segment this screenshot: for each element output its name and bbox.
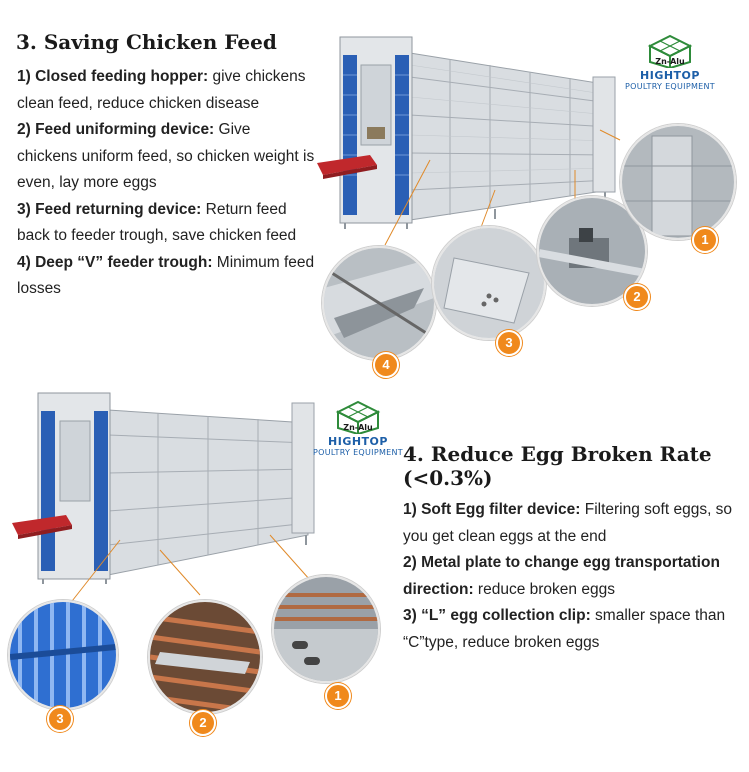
badge-2-bottom: 2 bbox=[190, 710, 216, 736]
list-item: 4) Deep “V” feeder trough: Minimum feed … bbox=[17, 253, 315, 298]
list-item: 3) “L” egg collection clip: smaller spac… bbox=[403, 607, 726, 651]
logo-brand: HIGHTOP bbox=[640, 69, 700, 82]
svg-text:Zn-Alu: Zn-Alu bbox=[655, 57, 685, 66]
badge-1-top: 1 bbox=[692, 227, 718, 253]
cage-system-illustration-bottom bbox=[10, 385, 320, 585]
badge-3-top: 3 bbox=[496, 330, 522, 356]
callout-leader-lines-top bbox=[384, 129, 621, 246]
detail-l-egg-collection-clip bbox=[8, 600, 118, 710]
callout-leader-lines-bottom bbox=[64, 534, 311, 611]
logo-brand: HIGHTOP bbox=[328, 435, 388, 448]
cage-system-illustration-top bbox=[315, 15, 625, 230]
list-item: 2) Feed uniforming device: Give chickens… bbox=[17, 121, 315, 191]
svg-text:Zn-Alu: Zn-Alu bbox=[343, 423, 373, 432]
zn-alu-cage-icon: Zn-Alu bbox=[335, 400, 381, 434]
brand-logo-top: Zn-Alu HIGHTOP POULTRY EQUIPMENT bbox=[620, 34, 720, 91]
detail-soft-egg-filter bbox=[272, 575, 380, 683]
feed-saving-list: 1) Closed feeding hopper: give chickens … bbox=[17, 64, 315, 303]
detail-metal-plate bbox=[148, 600, 262, 714]
logo-tagline: POULTRY EQUIPMENT bbox=[624, 82, 715, 91]
logo-tagline: POULTRY EQUIPMENT bbox=[312, 448, 403, 457]
zn-alu-cage-icon: Zn-Alu bbox=[647, 34, 693, 68]
list-item: 2) Metal plate to change egg transportat… bbox=[403, 554, 720, 598]
badge-3-bottom: 3 bbox=[47, 706, 73, 732]
detail-feed-uniforming-device bbox=[537, 196, 647, 306]
badge-4-top: 4 bbox=[373, 352, 399, 378]
list-item: 1) Soft Egg filter device: Filtering sof… bbox=[403, 501, 733, 545]
list-item: 1) Closed feeding hopper: give chickens … bbox=[17, 68, 306, 112]
badge-1-bottom: 1 bbox=[325, 683, 351, 709]
section-4-title-line2: (<0.3%) bbox=[403, 466, 493, 490]
section-3-title: 3. Saving Chicken Feed bbox=[16, 30, 277, 54]
detail-deep-v-trough bbox=[322, 246, 436, 360]
detail-closed-feeding-hopper bbox=[620, 124, 736, 240]
section-4-title: 4. Reduce Egg Broken Rate (<0.3%) bbox=[403, 442, 712, 490]
badge-2-top: 2 bbox=[624, 284, 650, 310]
section-4-title-line1: 4. Reduce Egg Broken Rate bbox=[403, 442, 712, 466]
list-item: 3) Feed returning device: Return feed ba… bbox=[17, 200, 297, 245]
detail-feed-returning-device bbox=[432, 226, 546, 340]
brand-logo-bottom: Zn-Alu HIGHTOP POULTRY EQUIPMENT bbox=[308, 400, 408, 457]
egg-broken-rate-list: 1) Soft Egg filter device: Filtering sof… bbox=[403, 497, 733, 656]
